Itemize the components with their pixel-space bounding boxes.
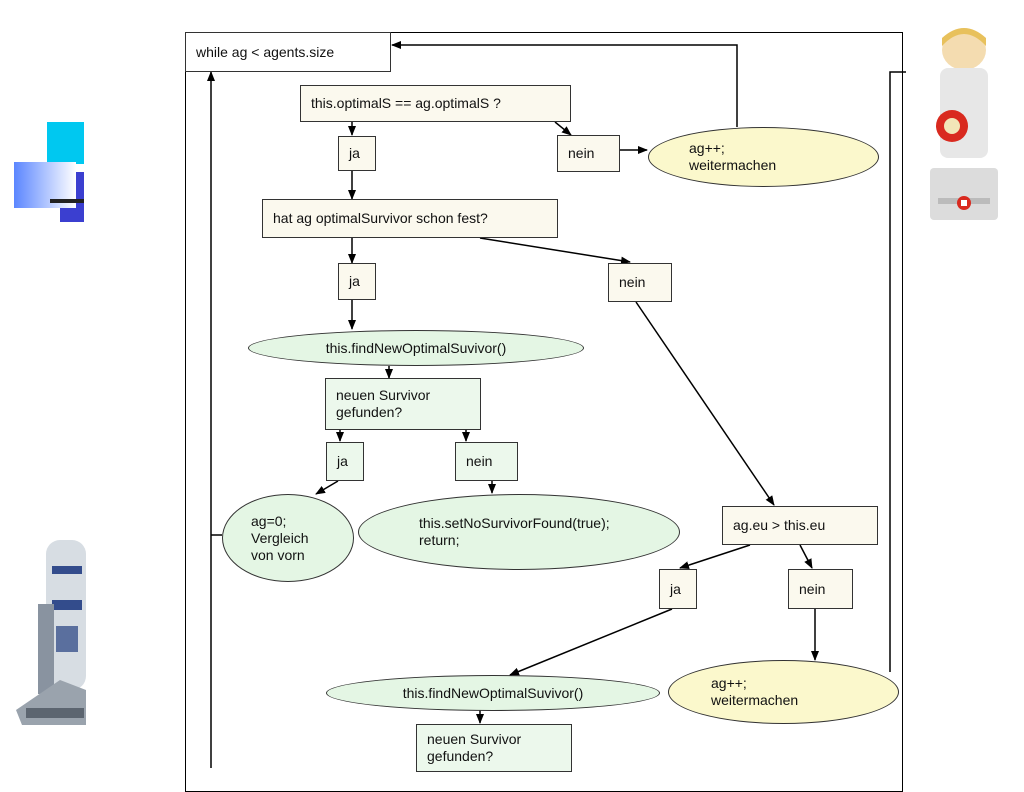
action-continue-1: ag++; weitermachen xyxy=(648,127,879,187)
robot-image xyxy=(16,540,86,725)
answer-nein-1: nein xyxy=(557,135,620,172)
action-continue-2: ag++; weitermachen xyxy=(668,660,899,724)
action-find-new-survivor-1: this.findNewOptimalSuvivor() xyxy=(248,330,584,366)
question-has-survivor: hat ag optimalSurvivor schon fest? xyxy=(262,199,558,238)
question-new-survivor-2: neuen Survivor gefunden? xyxy=(416,724,572,772)
action-set-no-survivor: this.setNoSurvivorFound(true); return; xyxy=(358,494,680,570)
action-reset-comparison: ag=0; Vergleich von vorn xyxy=(222,494,354,582)
question-optimalS: this.optimalS == ag.optimalS ? xyxy=(300,85,571,122)
answer-ja-4: ja xyxy=(659,569,697,609)
slide-logo xyxy=(14,122,86,222)
answer-ja-3: ja xyxy=(326,442,364,481)
answer-ja-1: ja xyxy=(338,136,376,171)
playmobil-figure-image xyxy=(930,28,998,220)
question-new-survivor-1: neuen Survivor gefunden? xyxy=(325,378,481,430)
answer-ja-2: ja xyxy=(338,263,376,300)
question-eu-compare: ag.eu > this.eu xyxy=(722,506,878,545)
answer-nein-3: nein xyxy=(455,442,518,481)
answer-nein-4: nein xyxy=(788,569,853,609)
answer-nein-2: nein xyxy=(608,263,672,302)
action-find-new-survivor-2: this.findNewOptimalSuvivor() xyxy=(326,675,660,711)
loop-header: while ag < agents.size xyxy=(185,32,391,72)
